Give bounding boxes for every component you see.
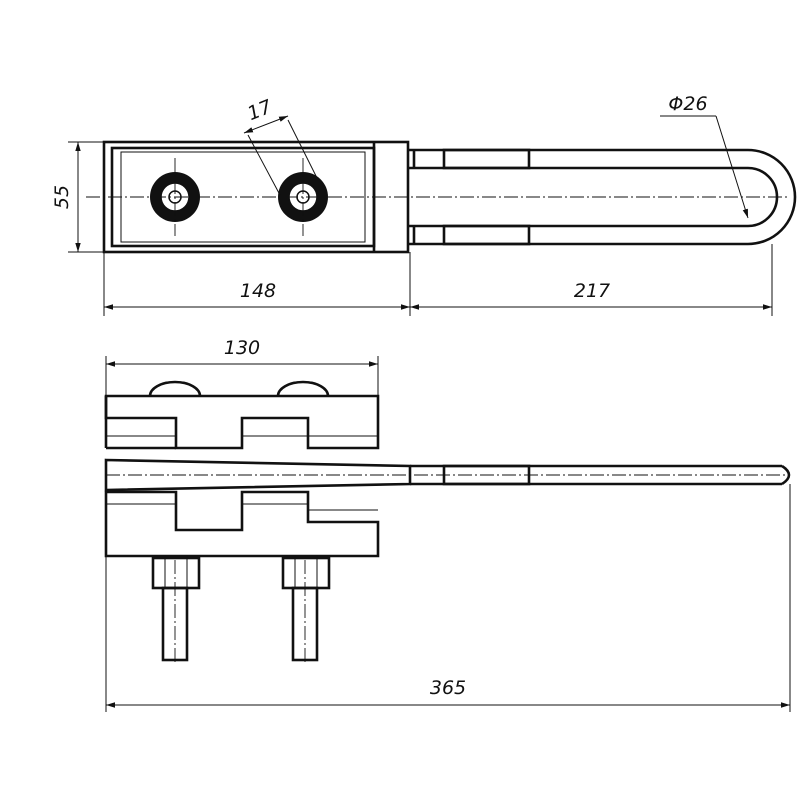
dim-body-length: 148: [240, 280, 276, 302]
dim-hole-diameter: Φ26: [668, 93, 707, 115]
strap-loop: [408, 148, 797, 246]
top-view: [86, 140, 797, 254]
dimensions: 55 17 Φ26 148 217 130 365: [51, 93, 791, 712]
side-view: [104, 380, 791, 664]
bolt-dome-right: [276, 380, 330, 397]
dim-height-top: 55: [51, 185, 73, 209]
stud-left: [151, 556, 201, 664]
dim-slot-width: 17: [244, 96, 275, 125]
stud-right: [281, 556, 331, 664]
lower-jaw: [104, 490, 380, 558]
upper-jaw: [104, 394, 380, 450]
bolt-dome-left: [148, 380, 202, 397]
dim-side-body-length: 130: [224, 337, 260, 359]
dim-overall-length: 365: [430, 677, 466, 699]
dim-loop-length: 217: [574, 280, 610, 302]
